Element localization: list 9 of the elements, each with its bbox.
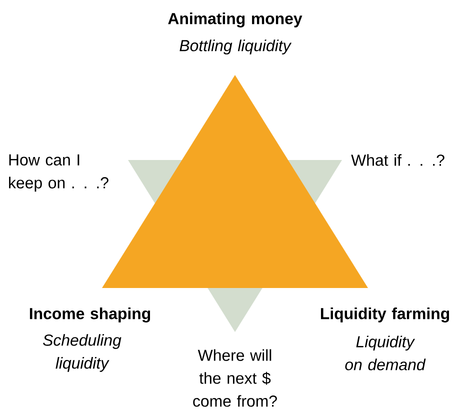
question-text: How can I keep on . . .? [9,154,108,192]
corner-heading: Animating money [168,12,302,28]
corner-subtitle: Bottling liquidity [180,40,292,54]
corner-heading: Liquidity farming [320,308,450,322]
corner-subtitle: Scheduling liquidity [43,334,122,372]
corner-subtitle: Liquidity on demand [345,336,426,370]
corner-heading: Income shaping [30,308,150,322]
question-text: What if . . .? [351,154,444,166]
question-text: Where will the next $ come from? [193,349,277,407]
